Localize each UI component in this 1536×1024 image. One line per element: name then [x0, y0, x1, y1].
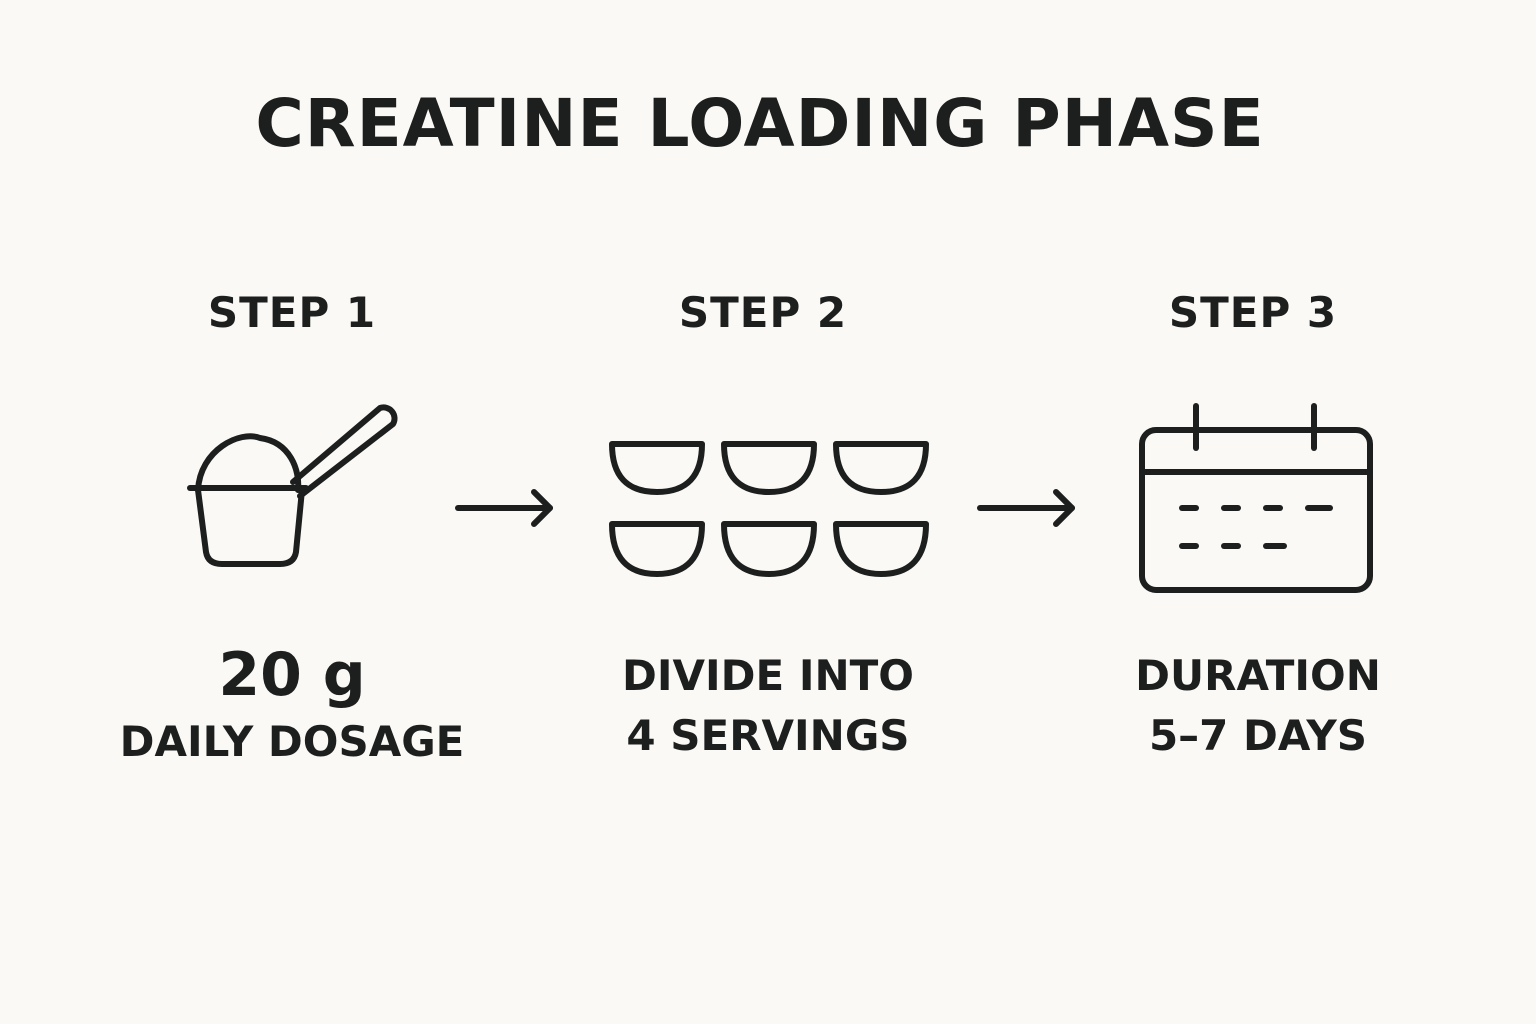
step-3-label: STEP 3 — [1168, 288, 1338, 337]
calendar-icon — [1139, 403, 1373, 593]
page-title: CREATINE LOADING PHASE — [255, 85, 1265, 162]
days-label: 5–7 DAYS — [1148, 711, 1368, 760]
divide-label: DIVIDE INTO — [622, 651, 914, 700]
step-2-caption: DIVIDE INTO 4 SERVINGS — [548, 646, 988, 766]
dosage-label: DAILY DOSAGE — [119, 717, 465, 766]
arrow-right-icon — [455, 489, 553, 527]
arrow-right-icon — [977, 489, 1075, 527]
step-1-caption: 20 g DAILY DOSAGE — [72, 638, 512, 772]
step-1-label: STEP 1 — [207, 288, 377, 337]
servings-icon — [609, 441, 929, 577]
dosage-amount: 20 g — [218, 640, 366, 710]
servings-label: 4 SERVINGS — [626, 711, 910, 760]
step-2-label: STEP 2 — [678, 288, 848, 337]
duration-label: DURATION — [1135, 651, 1381, 700]
scoop-icon — [187, 404, 398, 567]
step-3-caption: DURATION 5–7 DAYS — [1038, 646, 1478, 766]
